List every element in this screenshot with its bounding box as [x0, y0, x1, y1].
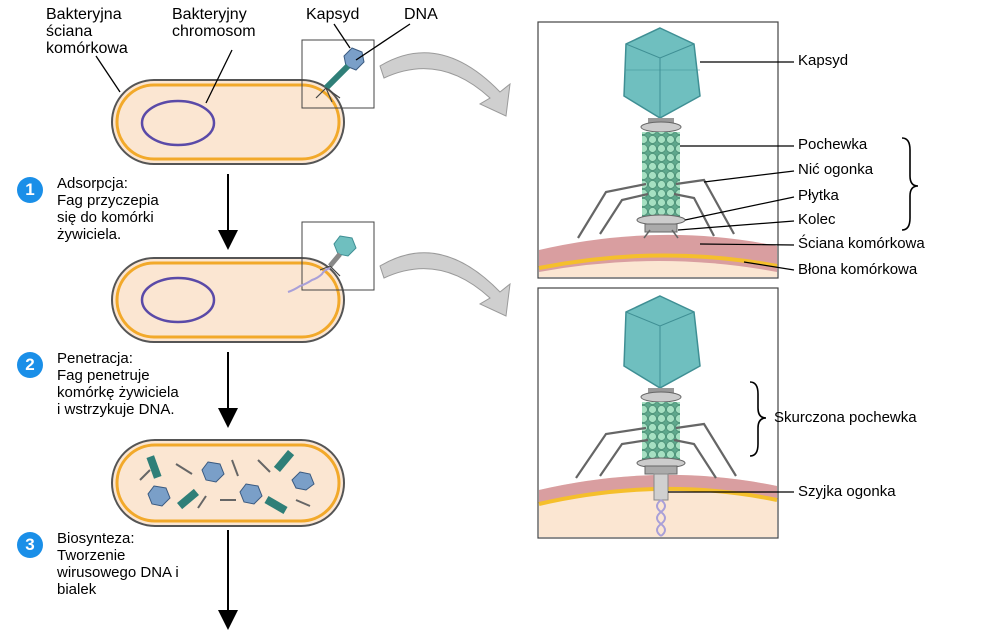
- detail-label-capsid: Kapsyd: [798, 52, 849, 69]
- detail-label-tail-fiber: Nić ogonka: [798, 161, 874, 178]
- step-1-badge: 1: [17, 177, 43, 203]
- step-3-title: Biosynteza:: [57, 530, 135, 547]
- detail-panel-bottom: [537, 287, 779, 539]
- step-3-badge: 3: [17, 532, 43, 558]
- bacterial-cell-3: [111, 439, 345, 527]
- label-dna: DNA: [404, 6, 438, 23]
- bacterial-cell-1: [111, 79, 345, 165]
- pin-leader: [677, 220, 795, 231]
- detail-label-tail-core: Szyjka ogonka: [798, 483, 896, 500]
- phage-small-1: [301, 39, 375, 109]
- bacterial-cell-2: [111, 257, 345, 343]
- zoom-arrow-1: [379, 52, 511, 117]
- phage-small-2: [287, 221, 375, 293]
- label-chromosome: Bakteryjny chromosom: [172, 6, 256, 40]
- tail-fiber-leader: [703, 170, 795, 183]
- detail-panel-top: [537, 21, 779, 279]
- cell-wall-leader: [95, 55, 121, 93]
- step-1-title: Adsorpcja:: [57, 175, 128, 192]
- capsid-leader: [333, 23, 351, 49]
- label-cell-wall: Bakteryjna ściana komórkowa: [46, 6, 128, 57]
- detail-label-membrane: Błona komórkowa: [798, 261, 918, 278]
- tail-brace: [901, 137, 919, 231]
- step-2-badge: 2: [17, 352, 43, 378]
- detail-label-pin: Kolec: [798, 211, 836, 228]
- detail-label-baseplate: Płytka: [798, 187, 839, 204]
- detail-label-sheath: Pochewka: [798, 136, 868, 153]
- membrane-leader: [743, 261, 795, 271]
- chromosome-leader: [205, 49, 233, 104]
- detail-label-cell-wall: Ściana komórkowa: [798, 235, 925, 252]
- contracted-sheath-brace: [749, 381, 767, 457]
- cell-wall-detail-leader: [699, 243, 795, 246]
- step-2-title: Penetracja:: [57, 350, 133, 367]
- zoom-arrow-2: [379, 252, 511, 317]
- dna-leader: [355, 23, 411, 61]
- baseplate-leader: [684, 196, 795, 221]
- step-1-text: Fag przyczepia się do komórki żywiciela.: [57, 192, 159, 243]
- step-2-text: Fag penetruje komórkę żywiciela i wstrzy…: [57, 367, 179, 418]
- detail-label-contracted-sheath: Skurczona pochewka: [774, 409, 917, 426]
- step-3-text: Tworzenie wirusowego DNA i bialek: [57, 547, 179, 598]
- label-capsid: Kapsyd: [306, 6, 360, 23]
